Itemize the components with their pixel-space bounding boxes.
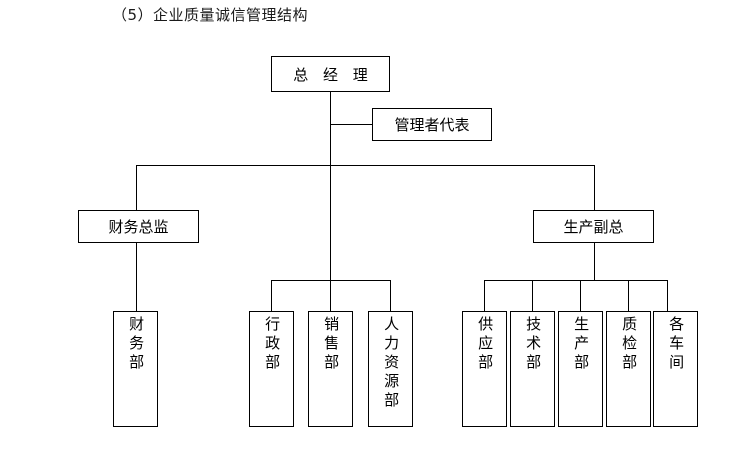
node-label: 质检部	[620, 316, 639, 373]
node-financial-director[interactable]: 财务总监	[78, 210, 199, 243]
connector-center-trunk	[330, 165, 331, 280]
node-finance-department[interactable]: 财务部	[113, 311, 158, 427]
node-administration-department[interactable]: 行政部	[249, 311, 294, 427]
node-technology-department[interactable]: 技术部	[510, 311, 555, 427]
node-label: 销售部	[322, 316, 341, 373]
connector-gm-trunk	[330, 92, 331, 166]
node-workshops[interactable]: 各车间	[653, 311, 698, 427]
node-human-resources-department[interactable]: 人力资源部	[368, 311, 413, 427]
connector-right-drop-qc	[628, 280, 629, 311]
node-label: 供应部	[476, 316, 495, 373]
node-management-representative[interactable]: 管理者代表	[372, 108, 492, 141]
node-vp-production[interactable]: 生产副总	[533, 210, 654, 243]
node-production-department[interactable]: 生产部	[558, 311, 603, 427]
node-quality-inspection-department[interactable]: 质检部	[606, 311, 651, 427]
connector-middle-drop-sales	[330, 280, 331, 311]
connector-right-drop-tech	[532, 280, 533, 311]
connector-vp-prod-trunk	[594, 242, 595, 280]
connector-right-bus	[484, 280, 667, 281]
connector-middle-drop-admin	[271, 280, 272, 311]
connector-level2-bus	[136, 165, 595, 166]
page-title: （5）企业质量诚信管理结构	[112, 6, 309, 24]
connector-right-drop-prod	[580, 280, 581, 311]
connector-gm-to-mgmt-rep	[330, 124, 372, 125]
node-label: 技术部	[524, 316, 543, 373]
node-label: 人力资源部	[382, 316, 401, 411]
connector-bus-to-cfo	[136, 165, 137, 211]
connector-right-drop-supply	[484, 280, 485, 311]
node-label: 行政部	[263, 316, 282, 373]
node-label: 各车间	[667, 316, 686, 373]
connector-cfo-to-finance	[136, 242, 137, 311]
node-sales-department[interactable]: 销售部	[308, 311, 353, 427]
connector-right-drop-workshops	[667, 280, 668, 311]
node-label: 财务部	[127, 316, 146, 373]
node-general-manager[interactable]: 总 经 理	[271, 56, 390, 92]
connector-middle-drop-hr	[390, 280, 391, 311]
node-supply-department[interactable]: 供应部	[462, 311, 507, 427]
node-label: 生产部	[572, 316, 591, 373]
connector-bus-to-vp-prod	[594, 165, 595, 211]
